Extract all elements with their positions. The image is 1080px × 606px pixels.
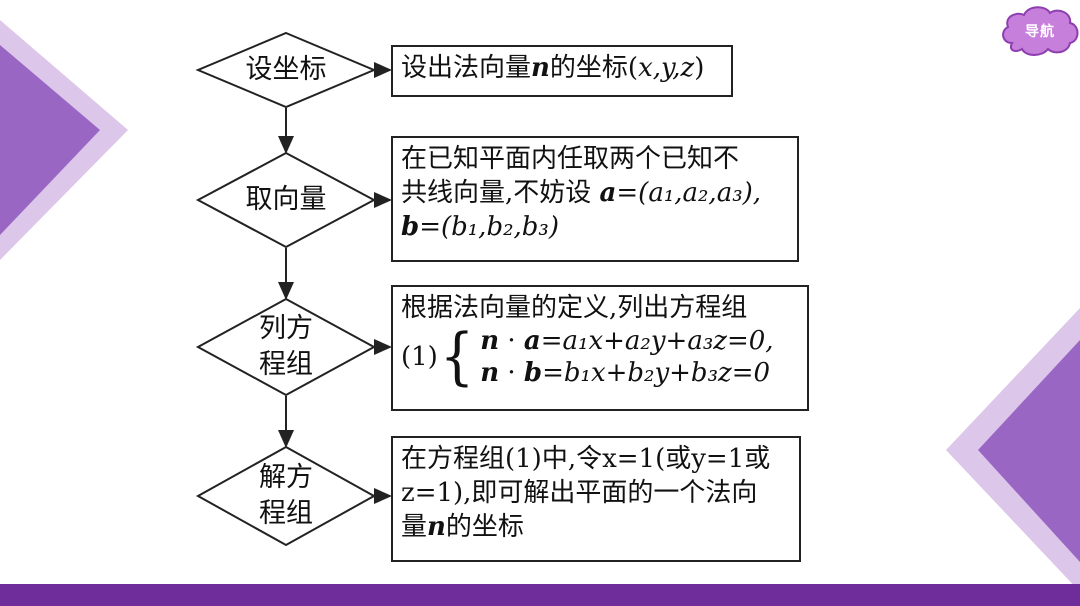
vector-a-def: =(a₁,a₂,a₃), [616, 178, 762, 208]
diamond-step-4 [195, 445, 377, 547]
vector-n-result: n [427, 512, 446, 542]
step-3-line1: 根据法向量的定义,列出方程组 [401, 293, 748, 323]
vector-b-def: =(b₁,b₂,b₃) [419, 212, 559, 242]
diamond-label-1: 设坐标 [218, 50, 354, 90]
nav-cloud-icon[interactable] [998, 3, 1080, 59]
step-4-line3-pre: 量 [401, 512, 428, 542]
step-2-line1: 在已知平面内任取两个已知不 [401, 144, 740, 174]
step-3-box: 根据法向量的定义,列出方程组 (1) { n · a=a₁x+a₂y+a₃z=0… [391, 285, 809, 411]
step-3-title-line2: 程组 [259, 349, 313, 380]
step-2-line3: b=(b₁,b₂,b₃) [401, 210, 789, 244]
step-4-title-line2: 程组 [259, 498, 313, 529]
eq1-vector-n: n [480, 326, 500, 356]
eq1-dot: · [499, 326, 524, 356]
diamond-label-2: 取向量 [218, 180, 354, 220]
decor-right-triangles [946, 308, 1080, 592]
brace-icon: { [439, 320, 475, 393]
diamond-label-3: 列方 程组 [228, 311, 344, 383]
step-1-box: 设出法向量n的坐标(x,y,z) [391, 45, 733, 97]
step-2-title: 取向量 [245, 184, 327, 215]
equation-2: n · b=b₁x+b₂y+b₃z=0 [480, 357, 773, 389]
step-1-title: 设坐标 [245, 54, 327, 85]
step-4-line1: 在方程组(1)中,令x=1(或y=1或 [401, 444, 771, 474]
diamond-step-1 [195, 31, 377, 109]
step-4-box: 在方程组(1)中,令x=1(或y=1或 z=1),即可解出平面的一个法向 量n的… [391, 436, 801, 562]
step-2-line2-text: 共线向量,不妨设 [401, 178, 600, 208]
eq2-vector-n: n [480, 358, 500, 388]
step-2-line2: 共线向量,不妨设 a=(a₁,a₂,a₃), [401, 176, 789, 210]
step-1-close: ) [694, 53, 705, 83]
eq1-rhs: =a₁x+a₂y+a₃z=0, [540, 326, 774, 356]
vector-n: n [531, 53, 550, 83]
nav-button-label[interactable]: 导航 [1025, 24, 1055, 40]
step-1-text-after: 的坐标( [549, 53, 639, 83]
equation-tag: (1) [401, 342, 438, 372]
equations: n · a=a₁x+a₂y+a₃z=0, n · b=b₁x+b₂y+b₃z=0 [480, 325, 773, 389]
diamond-step-2 [195, 151, 377, 249]
eq2-rhs: =b₁x+b₂y+b₃z=0 [542, 358, 771, 388]
diamond-step-3 [195, 297, 377, 397]
decor-left-triangles [0, 20, 128, 260]
step-1-text: 设出法向量 [401, 53, 532, 83]
equation-1: n · a=a₁x+a₂y+a₃z=0, [480, 325, 773, 357]
vector-b: b [401, 212, 420, 242]
vector-a: a [599, 178, 617, 208]
diamond-label-4: 解方 程组 [228, 460, 344, 532]
bottom-bar [0, 584, 1080, 606]
coords-xyz: x,y,z [638, 53, 695, 83]
eq2-dot: · [499, 358, 524, 388]
step-4-title-line1: 解方 [259, 462, 313, 493]
step-4-line3-post: 的坐标 [445, 512, 524, 542]
eq2-vector-b: b [523, 358, 543, 388]
step-2-box: 在已知平面内任取两个已知不 共线向量,不妨设 a=(a₁,a₂,a₃), b=(… [391, 136, 799, 262]
equation-system: (1) { n · a=a₁x+a₂y+a₃z=0, n · b=b₁x+b₂y… [401, 325, 799, 389]
step-3-title-line1: 列方 [259, 313, 313, 344]
step-4-line2: z=1),即可解出平面的一个法向 [401, 478, 758, 508]
step-4-line3: 量n的坐标 [401, 510, 791, 544]
eq1-vector-a: a [523, 326, 541, 356]
